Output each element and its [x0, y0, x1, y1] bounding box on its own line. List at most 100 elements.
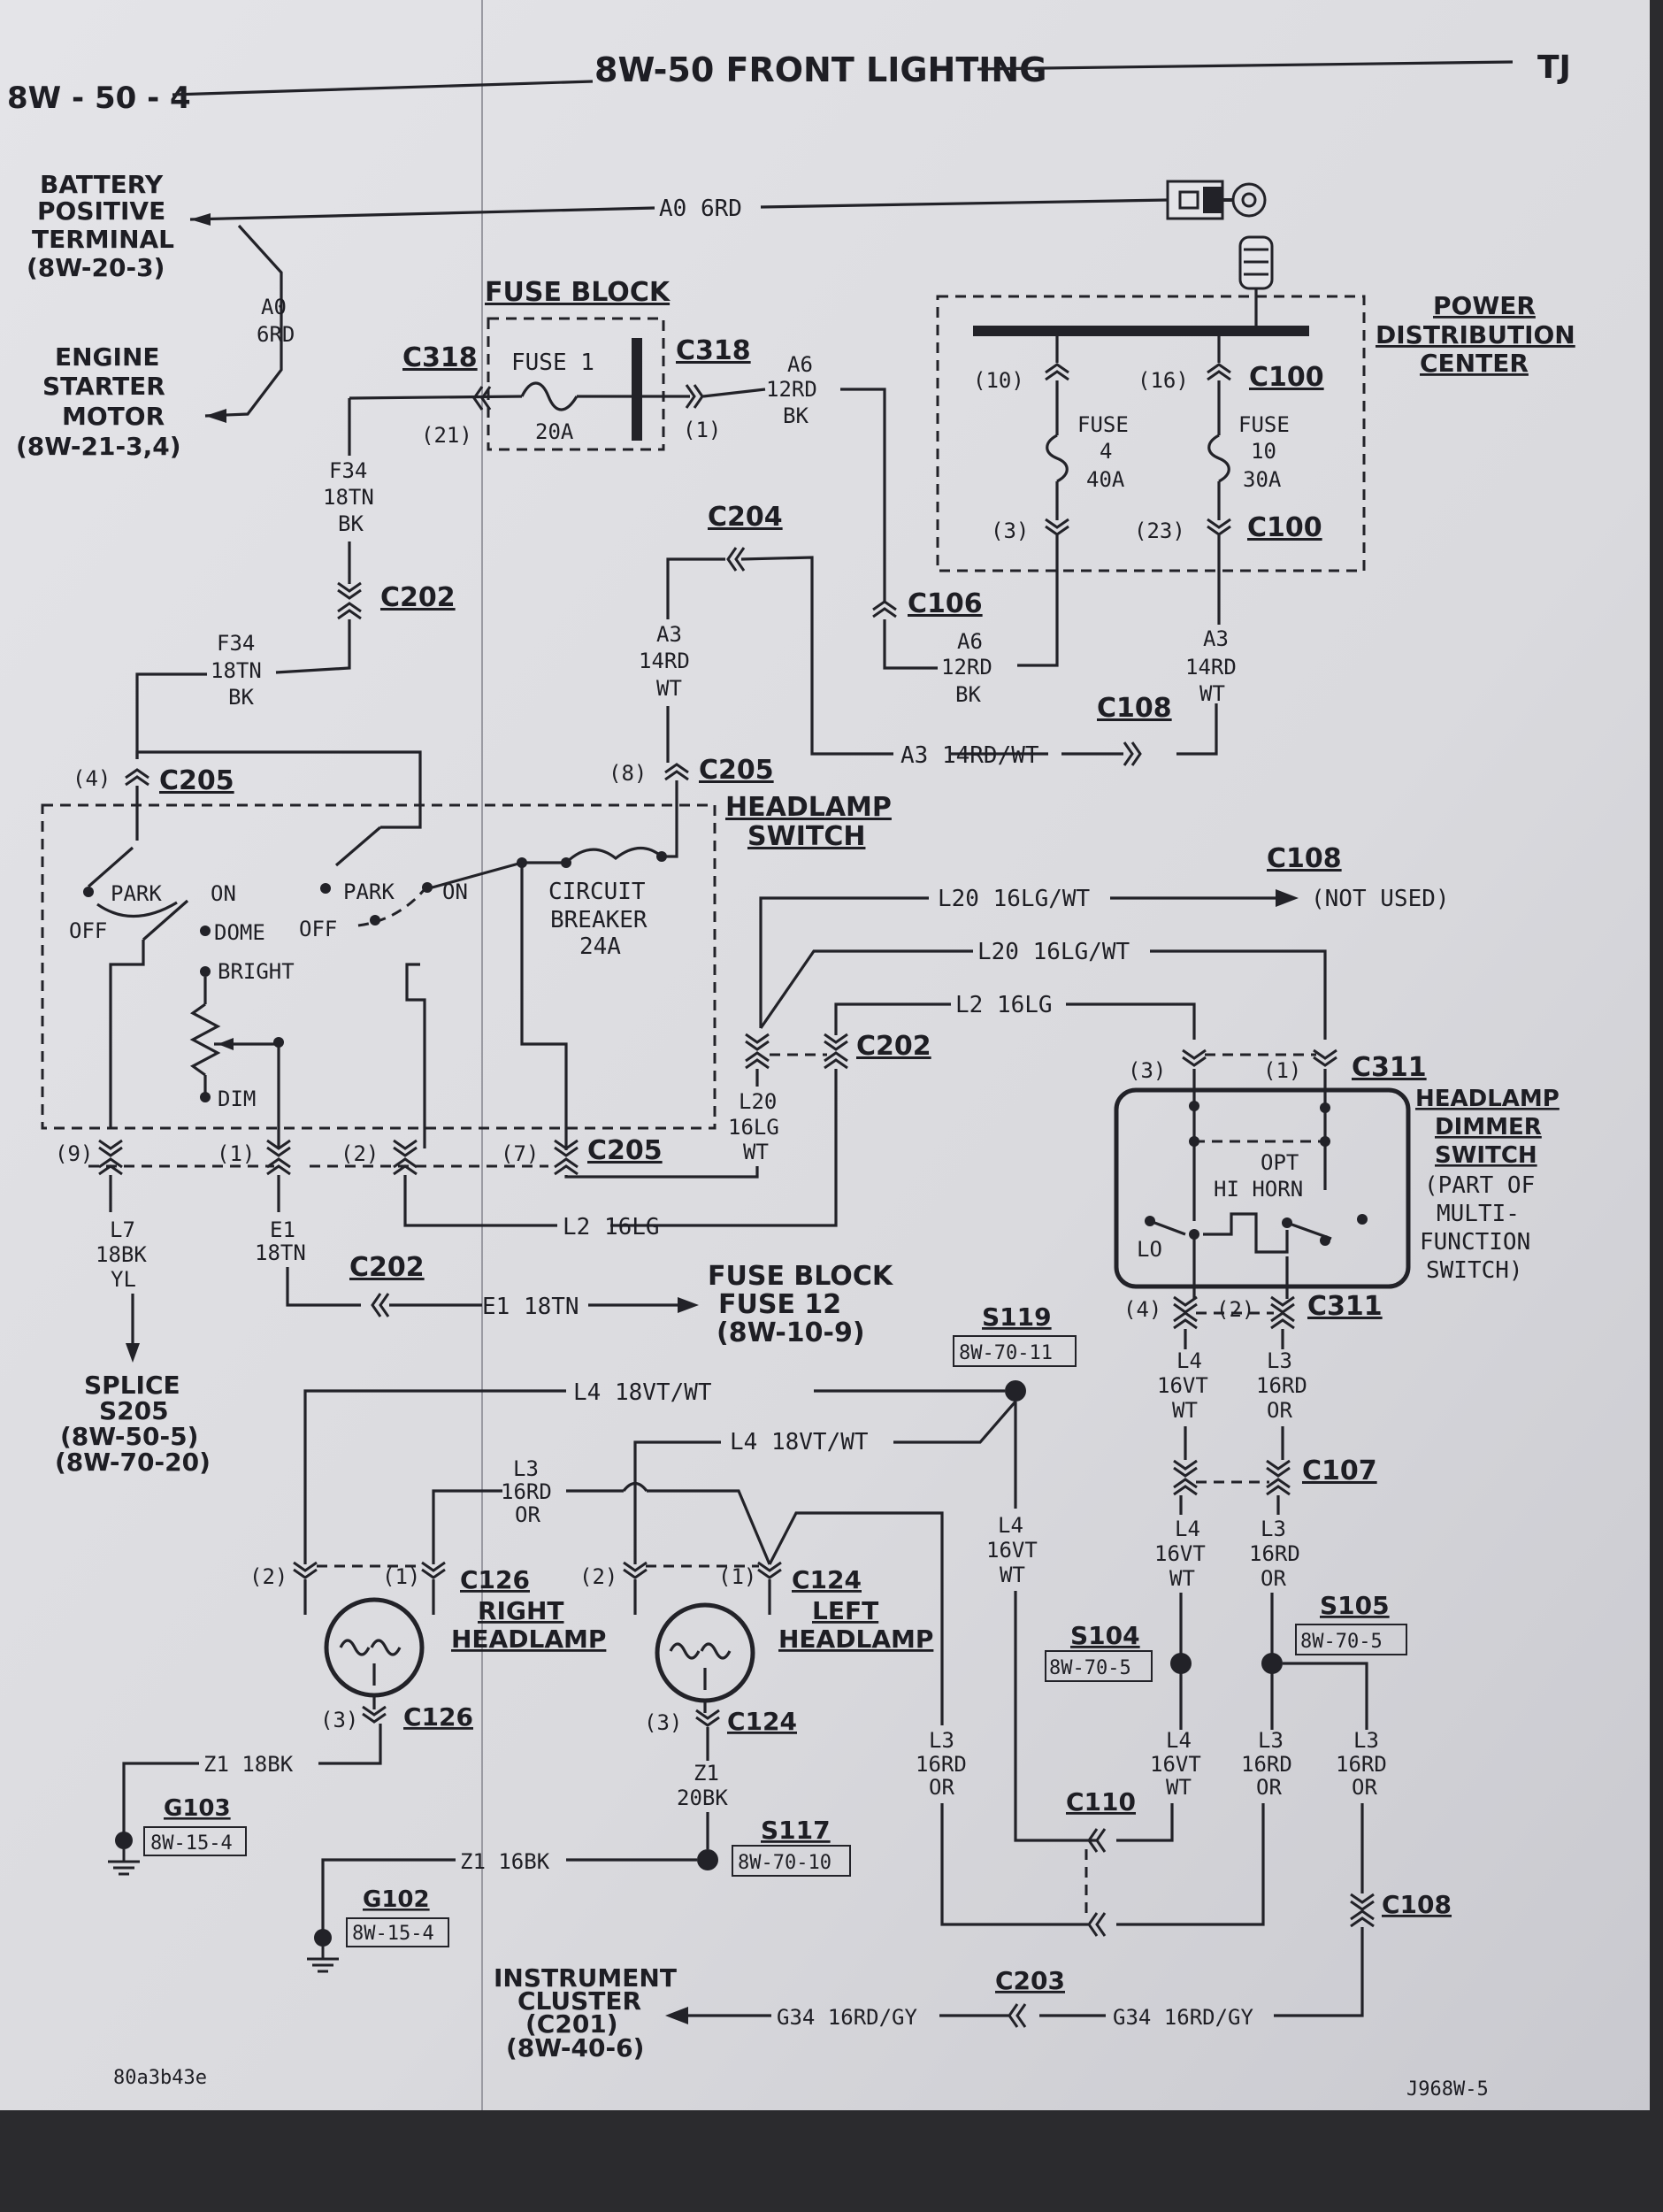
svg-text:(9): (9) [55, 1141, 93, 1166]
c318-right: C318 (1) [676, 335, 751, 442]
svg-text:16VT: 16VT [1154, 1541, 1206, 1566]
splice-s104: S104 8W-70-5 [1045, 1621, 1192, 1682]
headlamp-switch: (4) C205 HEADLAMP SWITCH PARK ON OFF DOM… [41, 750, 892, 1150]
svg-text:L20 16LG/WT: L20 16LG/WT [938, 886, 1091, 912]
svg-text:16RD: 16RD [916, 1752, 967, 1777]
svg-text:(23): (23) [1134, 518, 1185, 543]
svg-text:L4: L4 [1175, 1517, 1200, 1541]
fuse-block-fuse-12: FUSE BLOCK FUSE 12 (8W-10-9) [708, 1261, 894, 1348]
svg-text:G103: G103 [164, 1795, 231, 1822]
svg-text:BK: BK [228, 685, 254, 710]
svg-text:FUSE: FUSE [1238, 412, 1290, 437]
svg-text:BATTERY: BATTERY [40, 170, 164, 199]
svg-text:16VT: 16VT [1150, 1752, 1201, 1777]
svg-text:8W-70-5: 8W-70-5 [1049, 1657, 1131, 1679]
splice-s119: S119 8W-70-11 [953, 1302, 1077, 1402]
svg-text:OFF: OFF [299, 917, 337, 941]
svg-text:F34: F34 [329, 458, 367, 483]
model-code: TJ [1537, 50, 1571, 86]
svg-text:C108: C108 [1097, 693, 1172, 724]
svg-text:8W-70-10: 8W-70-10 [738, 1852, 832, 1874]
svg-text:S119: S119 [982, 1302, 1052, 1332]
svg-text:FUSE 12: FUSE 12 [718, 1289, 841, 1320]
svg-text:OPT: OPT [1261, 1150, 1299, 1175]
svg-text:WT: WT [656, 676, 682, 701]
c318-left: C318 (21) [402, 342, 492, 448]
svg-text:C126: C126 [403, 1702, 473, 1732]
svg-text:L20: L20 [739, 1089, 777, 1114]
svg-text:S104: S104 [1070, 1621, 1140, 1650]
svg-text:(2): (2) [341, 1141, 379, 1166]
svg-text:RIGHT: RIGHT [478, 1596, 564, 1625]
svg-text:Z1 18BK: Z1 18BK [203, 1752, 294, 1777]
svg-text:L3: L3 [513, 1456, 539, 1481]
svg-text:(10): (10) [973, 368, 1024, 393]
svg-text:L3: L3 [1261, 1517, 1286, 1541]
svg-text:DIM: DIM [218, 1087, 256, 1111]
svg-text:16RD: 16RD [1241, 1752, 1292, 1777]
svg-text:SWITCH: SWITCH [747, 821, 865, 852]
svg-text:YL: YL [111, 1267, 136, 1292]
svg-text:24A: 24A [579, 933, 621, 960]
svg-text:18BK: 18BK [96, 1242, 147, 1267]
svg-text:WT: WT [1000, 1563, 1025, 1587]
svg-text:A0 6RD: A0 6RD [659, 196, 742, 222]
svg-text:16RD: 16RD [1336, 1752, 1387, 1777]
wire-l3-headlamps: L3 16RD OR [432, 1456, 944, 1725]
svg-text:A6: A6 [957, 629, 983, 654]
svg-text:L7: L7 [110, 1217, 135, 1242]
engine-starter-motor: ENGINE STARTER MOTOR (8W-21-3,4) [16, 342, 181, 461]
svg-text:18TN: 18TN [323, 485, 374, 510]
wire-a0: A0 6RD A0 6RD [189, 196, 1169, 423]
svg-text:14RD: 14RD [1185, 655, 1237, 680]
c106: C106 A6 12RD BK [871, 535, 1059, 707]
svg-text:OR: OR [1352, 1775, 1377, 1800]
svg-text:C203: C203 [995, 1966, 1065, 1995]
svg-text:18TN: 18TN [211, 658, 262, 683]
page-title: 8W-50 FRONT LIGHTING [594, 50, 1046, 89]
svg-text:(8W-70-20): (8W-70-20) [55, 1448, 211, 1477]
svg-text:L4: L4 [998, 1513, 1023, 1538]
power-distribution-center: POWER DISTRIBUTION CENTER (10) (16) C100… [936, 235, 1575, 572]
svg-text:INSTRUMENT: INSTRUMENT [494, 1963, 677, 1993]
battery-clamp-icon [1166, 180, 1267, 220]
svg-text:(7): (7) [501, 1141, 539, 1166]
svg-text:(8W-21-3,4): (8W-21-3,4) [16, 432, 181, 461]
svg-text:POSITIVE: POSITIVE [37, 196, 165, 226]
svg-text:F34: F34 [217, 631, 255, 656]
svg-text:L4: L4 [1176, 1348, 1202, 1373]
svg-text:FUNCTION: FUNCTION [1420, 1229, 1530, 1256]
svg-text:OR: OR [1267, 1398, 1292, 1423]
svg-text:Z1 16BK: Z1 16BK [460, 1849, 550, 1874]
svg-text:16RD: 16RD [501, 1479, 552, 1504]
svg-text:E1 18TN: E1 18TN [482, 1294, 579, 1320]
left-headlamp: (2) (1) C124 LEFT HEADLAMP (3) C124 Z1 2… [579, 1561, 933, 1870]
svg-text:(3): (3) [320, 1708, 358, 1732]
svg-text:DIMMER: DIMMER [1435, 1114, 1542, 1141]
svg-text:C100: C100 [1249, 362, 1324, 393]
svg-text:30A: 30A [1243, 467, 1282, 492]
svg-text:C108: C108 [1267, 843, 1342, 874]
right-headlamp: (2) (1) C126 RIGHT HEADLAMP (3) C126 [249, 1561, 606, 1765]
svg-text:(8W-50-5): (8W-50-5) [60, 1422, 198, 1451]
splice-s105: S105 8W-70-5 [1261, 1591, 1407, 1730]
svg-text:HI HORN: HI HORN [1214, 1177, 1303, 1202]
svg-text:CENTER: CENTER [1420, 349, 1529, 378]
svg-text:BK: BK [338, 511, 364, 536]
svg-text:(4): (4) [1123, 1297, 1161, 1322]
svg-text:8W-70-5: 8W-70-5 [1300, 1631, 1383, 1653]
svg-text:(2): (2) [579, 1564, 617, 1589]
svg-text:PARK: PARK [111, 881, 162, 906]
svg-text:(1): (1) [683, 418, 721, 442]
svg-text:A3: A3 [656, 622, 682, 647]
svg-text:DISTRIBUTION: DISTRIBUTION [1376, 320, 1575, 349]
svg-text:WT: WT [1199, 681, 1225, 706]
wire-f34-upper: F34 18TN BK C202 F34 18TN BK [135, 398, 456, 759]
svg-text:G34 16RD/GY: G34 16RD/GY [777, 2005, 917, 2030]
svg-text:L4 18VT/WT: L4 18VT/WT [573, 1379, 712, 1406]
page-id: 8W - 50 - 4 [7, 81, 191, 116]
svg-text:C124: C124 [792, 1565, 862, 1594]
svg-text:14RD: 14RD [639, 649, 690, 673]
svg-text:16VT: 16VT [1157, 1373, 1208, 1398]
svg-text:C124: C124 [727, 1707, 797, 1736]
